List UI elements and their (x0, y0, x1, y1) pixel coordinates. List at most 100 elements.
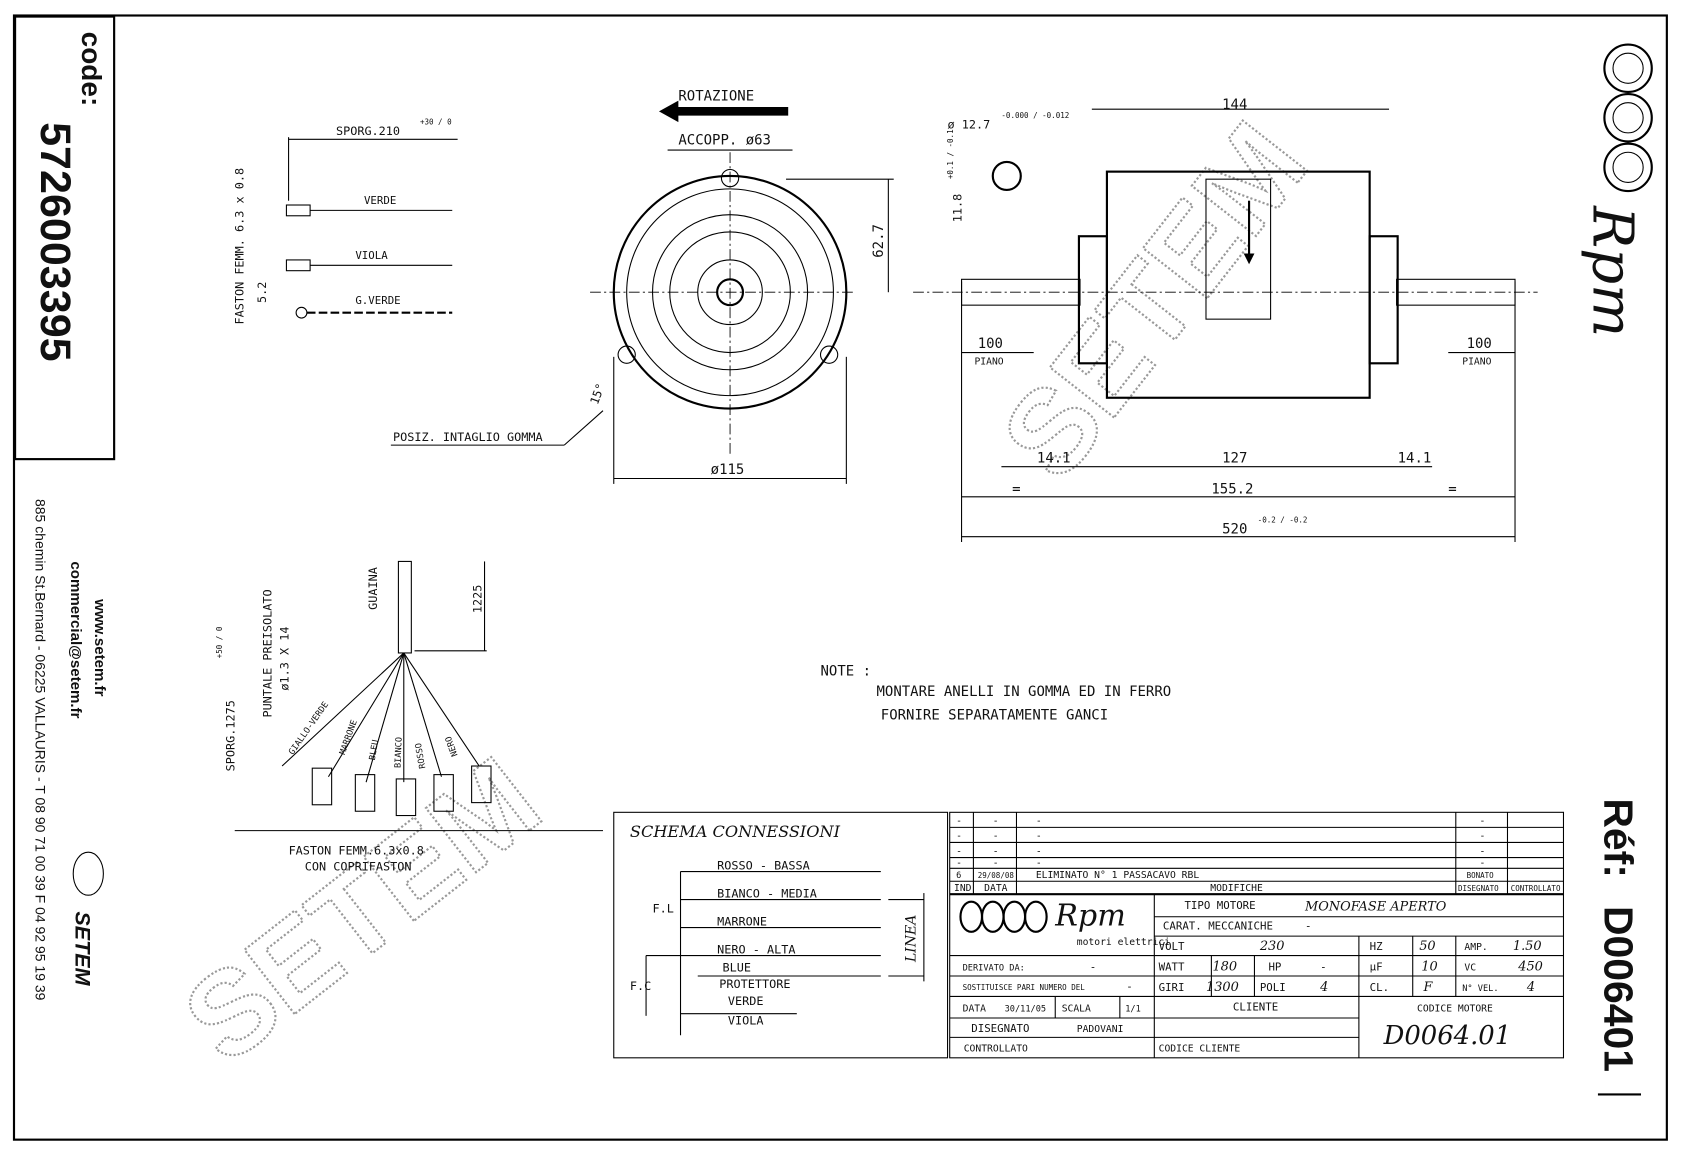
dim-115: ø115 (711, 462, 745, 478)
faston-cable-label: FASTON FEMM.6.3x0.8 (289, 843, 424, 857)
right-panel: Rpm Réf: D006401 (1580, 43, 1653, 1096)
ref-label: Réf: (1595, 798, 1641, 878)
wire-label: NERO (444, 735, 460, 758)
mod-dis: - (1479, 846, 1485, 857)
block-logo-text: Rpm (1054, 898, 1126, 933)
watermark: SETEM (977, 99, 1332, 502)
block-logo-sub: motori elettrici (1077, 937, 1170, 948)
poli-label: POLI (1260, 981, 1286, 994)
schema-wire: VIOLA (728, 1013, 764, 1027)
schema-wire: PROTETTORE (719, 977, 790, 991)
ref-value: D006401 (1595, 906, 1641, 1072)
disegnato-value: PADOVANI (1077, 1024, 1124, 1035)
email-link[interactable]: commercial@setem.fr (67, 561, 84, 718)
wire-label: GIALLO-VERDE (287, 700, 331, 757)
scala-label: SCALA (1062, 1004, 1091, 1015)
dim-5-2: 5.2 (255, 282, 269, 303)
mod-data: - (993, 816, 999, 827)
mod-dis: BONATO (1467, 871, 1495, 880)
rpm-block-logo-icon (959, 900, 1048, 933)
piano-label: PIANO (1462, 356, 1491, 367)
wire-label: G.VERDE (355, 294, 400, 307)
mod-header: DISEGNATO (1458, 884, 1499, 893)
disegnato-label: DISEGNATO (971, 1022, 1029, 1035)
amp-label: AMP. (1464, 942, 1487, 953)
rpm-logo-icon (1603, 43, 1653, 193)
wire-label: VIOLA (355, 249, 388, 262)
setem-logo-icon (72, 851, 104, 896)
mod-ind: - (956, 831, 962, 842)
watt-label: WATT (1159, 961, 1185, 974)
website-link[interactable]: www.setem.fr (91, 598, 108, 697)
shaft-diameter: ø 12.7 (948, 118, 991, 132)
dim-127: 127 (1222, 450, 1247, 466)
giri-label: GIRI (1159, 981, 1185, 994)
cable-len: 1225 (470, 585, 484, 613)
dim-14-1: 14.1 (1037, 450, 1071, 466)
dim-520-tol: -0.2 / -0.2 (1258, 516, 1308, 525)
mod-header: CONTROLLATO (1511, 884, 1561, 893)
amp-value: 1.50 (1513, 939, 1542, 954)
mod-ind: 6 (956, 871, 961, 881)
data-value: 30/11/05 (1005, 1005, 1046, 1015)
piano-label: PIANO (974, 356, 1003, 367)
mod-header: DATA (984, 883, 1007, 894)
notes-title: NOTE : (821, 664, 872, 680)
schema-wire: VERDE (728, 994, 764, 1008)
puntale-label: PUNTALE PREISOLATO (260, 589, 274, 717)
codice-motore-label: CODICE MOTORE (1417, 1004, 1493, 1015)
left-panel: code: 5726003395 www.setem.fr commercial… (31, 32, 108, 1001)
dim-62-7: 62.7 (871, 224, 887, 258)
wire-label: BLEU (368, 739, 381, 761)
note-line: MONTARE ANELLI IN GOMMA ED IN FERRO (876, 684, 1171, 700)
connection-schema: SCHEMA CONNESSIONI F.L F.C ROSSO - BASSA… (613, 811, 949, 1059)
rotation-label: ROTAZIONE (678, 89, 754, 105)
mod-data: - (993, 846, 999, 857)
wire-label: BIANCO (394, 737, 405, 768)
mod-ind: - (956, 846, 962, 857)
codice-cliente-label: CODICE CLIENTE (1159, 1043, 1241, 1054)
mod-ind: - (956, 858, 962, 869)
eq-mark: = (1448, 482, 1456, 498)
carat-label: CARAT. MECCANICHE (1163, 920, 1273, 933)
schema-wire: MARRONE (717, 914, 767, 928)
mod-data: 29/08/08 (978, 871, 1015, 880)
vel-label: N° VEL. (1462, 984, 1498, 994)
hp-value: - (1320, 961, 1326, 974)
puntale-dim: ø1.3 X 14 (278, 627, 292, 691)
guaina-label: GUAINA (366, 567, 380, 610)
piano-dim: 100 (978, 336, 1003, 352)
mod-text: - (1036, 816, 1042, 827)
watermark: SETEM (161, 733, 564, 1088)
controllato-label: CONTROLLATO (964, 1043, 1028, 1054)
hz-label: HZ (1370, 940, 1383, 953)
mod-text: - (1036, 858, 1042, 869)
tipo-label: TIPO MOTORE (1184, 899, 1255, 912)
carat-value: - (1305, 920, 1311, 933)
mod-header: IND (954, 883, 972, 894)
mod-ind: - (956, 816, 962, 827)
mod-header: MODIFICHE (1210, 883, 1263, 894)
sporg-tol: +30 / 0 (420, 117, 452, 126)
sporg-label: SPORG.210 (336, 124, 400, 138)
dim-144: 144 (1222, 97, 1247, 113)
scala-value: 1/1 (1125, 1005, 1141, 1015)
vel-value: 4 (1526, 980, 1535, 995)
giri-value: 1300 (1206, 980, 1239, 995)
wire-label: MARRONE (338, 719, 360, 757)
wire-label: ROSSO (414, 742, 428, 769)
uf-value: 10 (1421, 960, 1437, 975)
fl-label: F.L (653, 901, 674, 915)
linea-label: LINEA (903, 915, 919, 963)
piano-dim: 100 (1467, 336, 1492, 352)
hp-label: HP (1268, 961, 1281, 974)
cliente-label: CLIENTE (1233, 1000, 1278, 1013)
note-line: FORNIRE SEPARATAMENTE GANCI (881, 708, 1108, 724)
volt-value: 230 (1259, 939, 1285, 954)
schema-wire: NERO - ALTA (717, 942, 795, 956)
posiz-label: POSIZ. INTAGLIO GOMMA (393, 430, 543, 444)
mod-data: - (993, 858, 999, 869)
motor-front-view: ROTAZIONE ACCOPP. ø63 62.7 15° ø115 POSI… (390, 89, 894, 484)
mod-text: ELIMINATO N° 1 PASSACAVO RBL (1036, 870, 1199, 881)
eq-mark: = (1012, 482, 1020, 498)
